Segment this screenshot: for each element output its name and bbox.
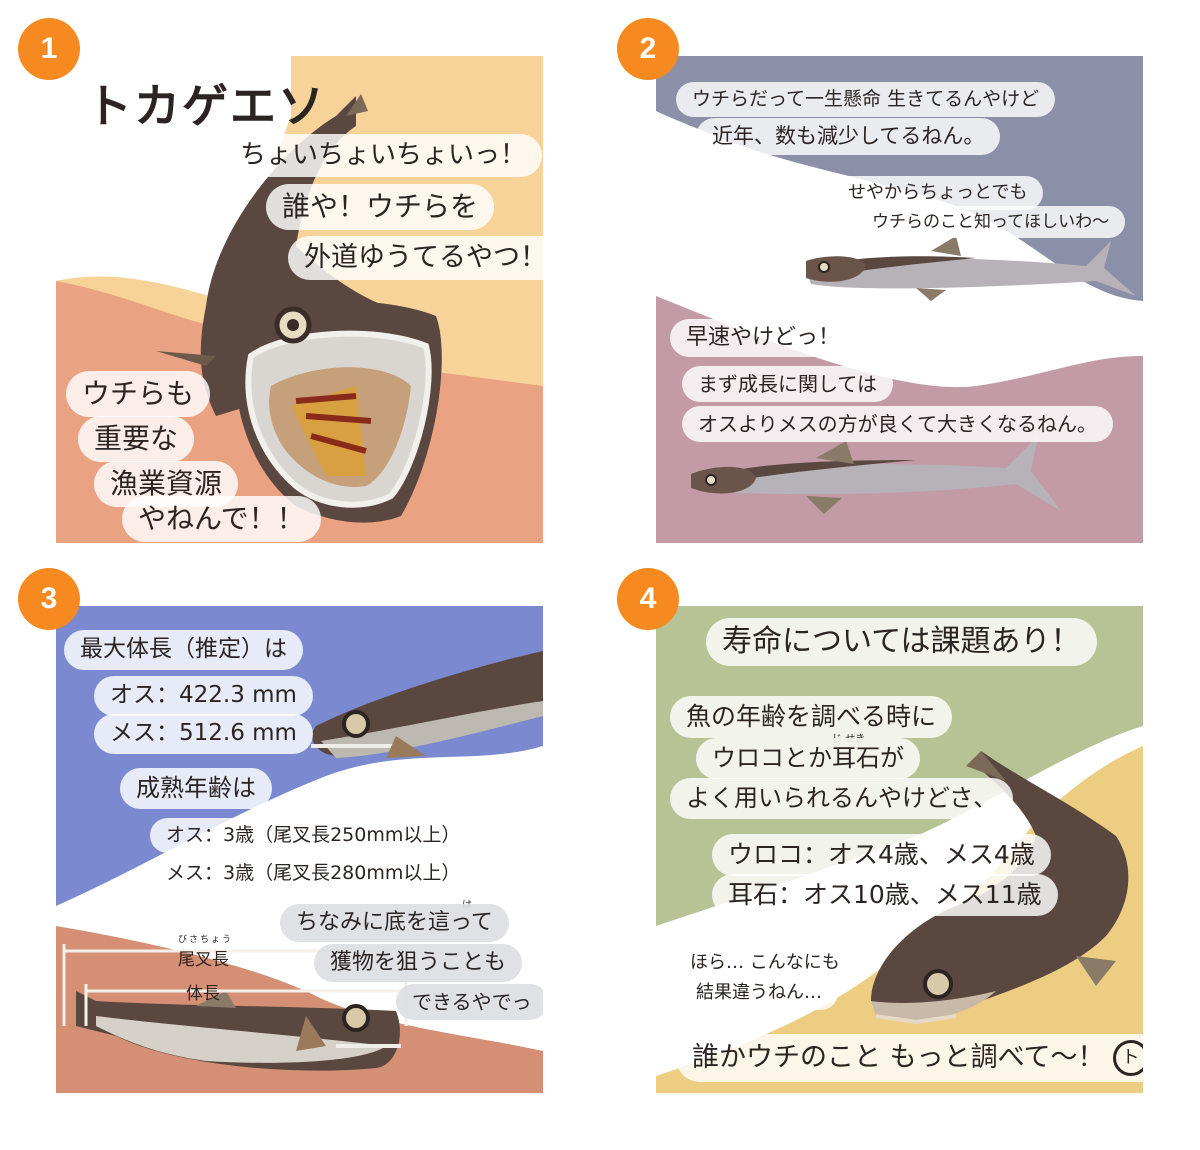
note-line: できるやでっ: [396, 984, 543, 1020]
info-line: メス：3歳（尾叉長280mm以上）: [150, 856, 477, 891]
comic-panel-4: 寿命については課題あり！ 魚の年齢を調べる時に じ せき ウロコとか耳石が よく…: [656, 606, 1143, 1093]
note-line: ちなみに底を這って: [280, 904, 509, 943]
speech-line: ウチらのこと知ってほしいわ〜: [856, 206, 1126, 239]
age-result-scale: ウロコ：オス4歳、メス4歳: [712, 834, 1051, 876]
speech-line: オスよりメスの方が良くて大きくなるねん。: [682, 406, 1113, 442]
fish-illustration-measure: [62, 651, 543, 1071]
info-heading: 成熟年齢は: [120, 768, 272, 809]
speech-line: 早速やけどっ！: [670, 319, 857, 358]
age-result-otolith: 耳石：オス10歳、メス11歳: [712, 874, 1058, 916]
speech-line: せやからちょっとでも: [832, 176, 1044, 210]
closing-mark-icon: ト: [1112, 1040, 1143, 1076]
lizardfish-illustration: [156, 94, 442, 523]
fish-illustration-small: [691, 236, 1136, 514]
small-line: ほら… こんなにも: [674, 946, 856, 980]
speech-line: ウチらだって一生懸命 生きてるんやけど: [676, 82, 1056, 117]
comic-panel-1: トカゲエソ ちょいちょいちょいっ！ 誰や！ウチらを 外道ゆうてるやつ！ ウチらも…: [56, 56, 543, 543]
speech-line: ちょいちょいちょいっ！: [224, 134, 543, 178]
heading: 寿命については課題あり！: [706, 618, 1097, 666]
info-line: オス：3歳（尾叉長250mm以上）: [150, 818, 477, 853]
speech-line: 重要な: [78, 416, 195, 462]
comic-panel-3: 最大体長（推定）は オス：422.3 mm メス：512.6 mm 成熟年齢は …: [56, 606, 543, 1093]
species-title: トカゲエソ: [86, 79, 326, 133]
speech-line: やねんで！！: [122, 496, 321, 542]
speech-line: ウチらも: [66, 371, 211, 417]
comic-panel-2: ウチらだって一生懸命 生きてるんやけど 近年、数も減少してるねん。 せやからちょ…: [656, 56, 1143, 543]
small-line: 結果違うねん…: [680, 976, 838, 1010]
speech-line: まず成長に関しては: [682, 366, 893, 402]
panel-number-badge: 2: [617, 18, 679, 80]
info-line: オス：422.3 mm: [94, 676, 313, 716]
info-heading: 最大体長（推定）は: [64, 630, 303, 670]
info-line: メス：512.6 mm: [94, 714, 313, 754]
panel-number-badge: 3: [18, 568, 80, 630]
body-length-label: 体長: [186, 984, 220, 1004]
closing-line: 誰かウチのこと もっと調べて〜！ ト: [676, 1034, 1143, 1082]
note-line: 獲物を狙うことも: [314, 944, 523, 983]
body-line: 魚の年齢を調べる時に: [670, 696, 953, 738]
body-line: よく用いられるんやけどさ、: [670, 778, 1014, 819]
panel-number-badge: 1: [18, 18, 80, 80]
fork-length-label: 尾叉長: [178, 950, 229, 970]
panel-number-badge: 4: [617, 568, 679, 630]
speech-line: 誰や！ウチらを: [266, 184, 495, 230]
lizardfish-illustration-2: [871, 751, 1129, 1025]
furigana: びさちょう: [178, 935, 234, 945]
speech-line: 近年、数も減少してるねん。: [696, 118, 1001, 156]
speech-line: 外道ゆうてるやつ！: [288, 236, 543, 281]
closing-text: 誰かウチのこと もっと調べて〜！: [692, 1041, 1105, 1073]
body-line: ウロコとか耳石が: [696, 738, 920, 779]
